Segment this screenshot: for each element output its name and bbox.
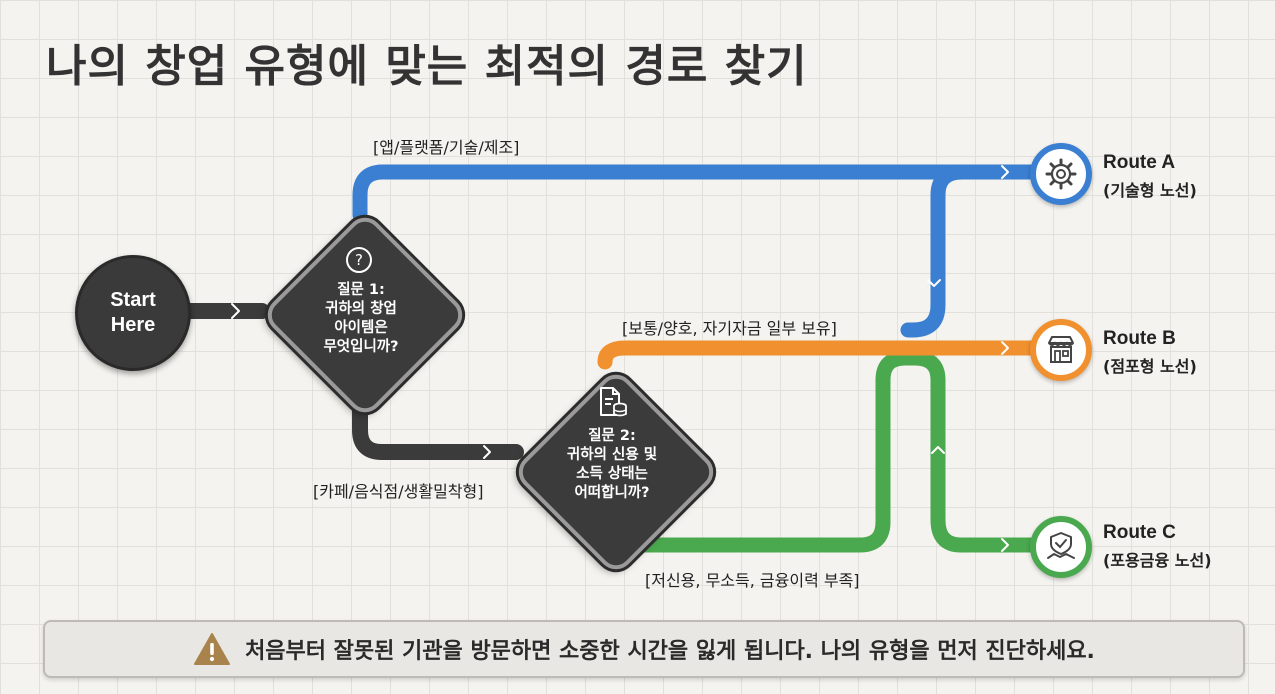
question1-text: 질문 1: 귀하의 창업 아이템은 무엇입니까? — [323, 282, 399, 355]
path-label-normal-credit: [보통/양호, 자기자금 일부 보유] — [622, 319, 837, 338]
chevron-arrow — [1001, 165, 1009, 179]
route-c-title: Route C — [1103, 522, 1176, 543]
chevron-arrow — [483, 445, 491, 459]
route-c-subtitle: (포용금융 노선) — [1103, 551, 1212, 570]
warning-banner: 처음부터 잘못된 기관을 방문하면 소중한 시간을 잃게 됩니다. 나의 유형을… — [43, 620, 1245, 678]
page-title: 나의 창업 유형에 맞는 최적의 경로 찾기 — [46, 41, 808, 92]
svg-text:?: ? — [355, 251, 363, 269]
question2-text: 질문 2: 귀하의 신용 및 소득 상태는 어떠합니까? — [566, 428, 658, 501]
chevron-arrow — [231, 303, 240, 319]
start-node[interactable]: Start Here — [75, 255, 191, 371]
question-icon: ? — [346, 247, 372, 273]
chevron-arrow — [927, 279, 941, 287]
route-b-title: Route B — [1103, 328, 1176, 349]
path-orange-main — [597, 340, 1043, 370]
shield-handshake-icon — [1047, 532, 1075, 559]
route-a-node[interactable] — [1030, 143, 1092, 205]
path-green-main — [597, 350, 1043, 553]
route-b-subtitle: (점포형 노선) — [1103, 357, 1197, 376]
chevron-arrow — [931, 446, 945, 454]
route-a-title: Route A — [1103, 152, 1176, 173]
route-c-node[interactable] — [1030, 516, 1092, 578]
storefront-icon — [1048, 336, 1074, 363]
path-label-low-credit: [저신용, 무소득, 금융이력 부족] — [645, 571, 860, 590]
route-b-node[interactable] — [1030, 319, 1092, 381]
chevron-arrow — [1001, 341, 1009, 355]
path-blue-branch — [900, 164, 1018, 338]
path-label-cafe: [카페/음식점/생활밀착형] — [313, 482, 484, 501]
path-label-tech: [앱/플랫폼/기술/제조] — [373, 138, 520, 157]
warning-icon — [194, 633, 231, 665]
chevron-arrow — [1001, 538, 1009, 552]
route-a-subtitle: (기술형 노선) — [1103, 181, 1197, 200]
gear-icon — [1045, 158, 1077, 190]
path-blue-main — [352, 164, 1043, 223]
document-database-icon — [600, 387, 627, 417]
path-q1-to-q2 — [352, 392, 524, 460]
warning-text: 처음부터 잘못된 기관을 방문하면 소중한 시간을 잃게 됩니다. 나의 유형을… — [245, 639, 1095, 664]
